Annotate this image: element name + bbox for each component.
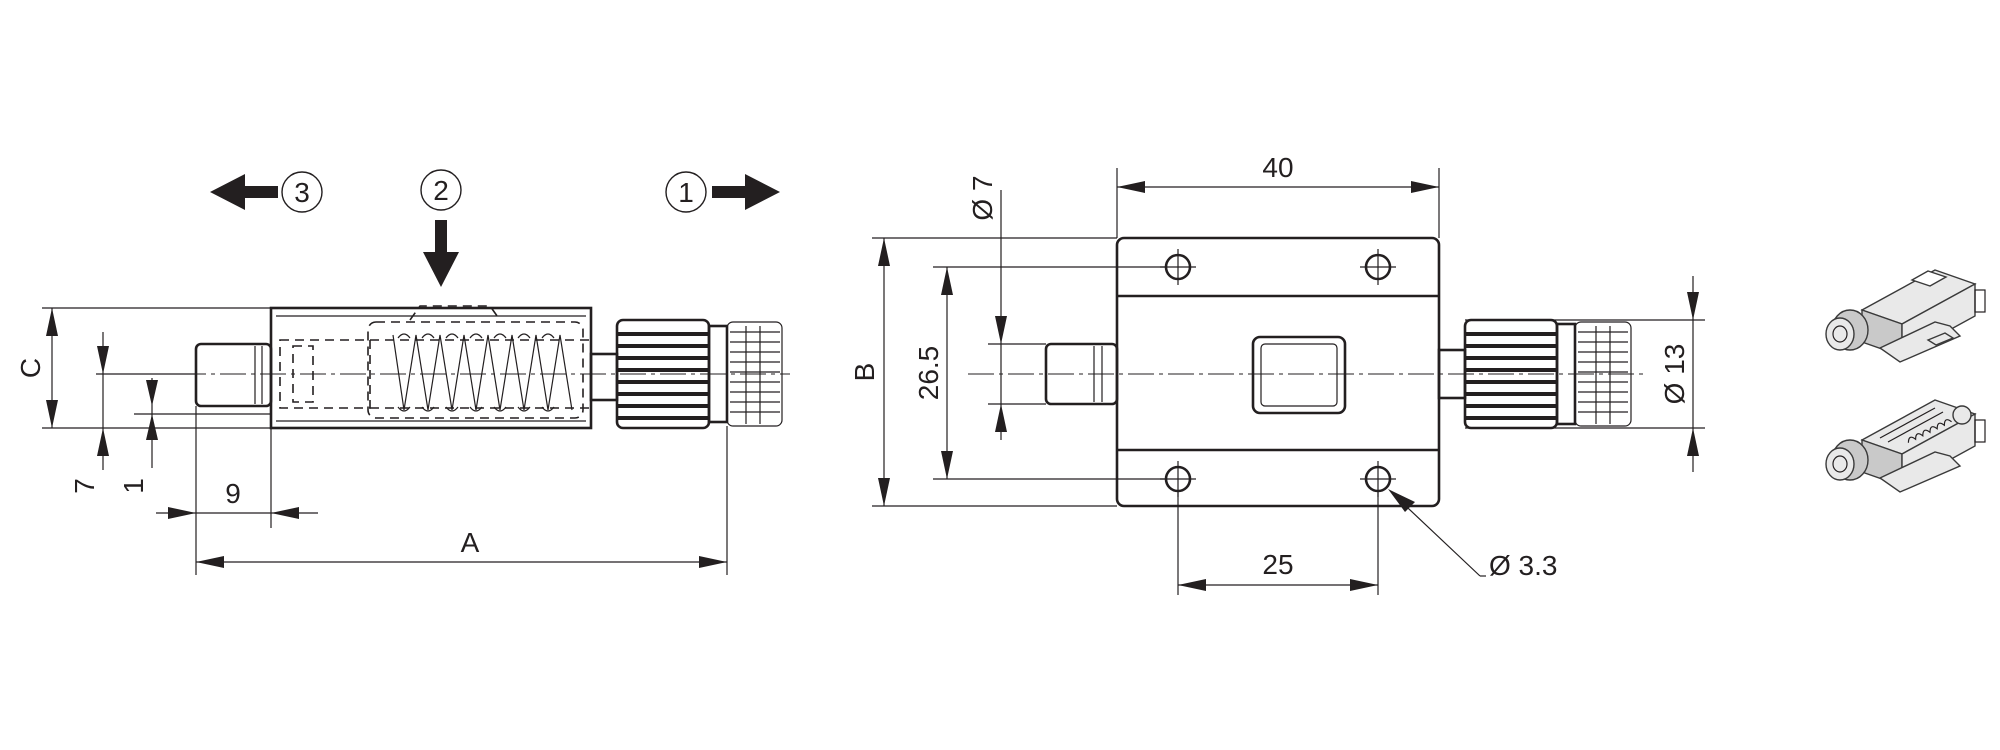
step-1-arrow	[712, 174, 780, 210]
step-3-circle	[281, 171, 323, 213]
front-mounting-holes	[1160, 249, 1396, 497]
front-square-window	[1251, 335, 1347, 415]
step-2-circle	[420, 169, 462, 211]
dim-25-label: 25	[1262, 549, 1293, 580]
iso-view-closed	[1825, 269, 1986, 363]
dim-40-label: 40	[1262, 152, 1293, 183]
dim-7-line	[97, 332, 109, 470]
step-1-circle	[665, 171, 707, 213]
dim-26-5-label: 26.5	[913, 346, 944, 401]
iso-view-open	[1825, 399, 1986, 493]
dim-d13-label: Ø 13	[1659, 344, 1690, 405]
dim-a-label: A	[461, 527, 480, 558]
dim-d13-line	[1687, 276, 1699, 472]
dim-b-line	[878, 238, 890, 506]
dim-1-label: 1	[118, 478, 149, 494]
dim-d3-3-leader	[1388, 489, 1486, 577]
dim-d7-label: Ø 7	[967, 175, 998, 220]
dim-1-line	[146, 378, 158, 468]
side-bolt	[194, 342, 273, 408]
dim-d7-line	[995, 190, 1007, 440]
dim-9-label: 9	[225, 478, 241, 509]
side-extension-lines	[42, 307, 728, 575]
dim-c-label: C	[15, 358, 46, 378]
side-view: 3 2 1	[15, 169, 790, 575]
side-hidden-internals	[279, 305, 590, 419]
dim-d3-3-label: Ø 3.3	[1489, 550, 1557, 581]
dim-25-line	[1178, 579, 1378, 591]
side-shaft	[589, 352, 619, 402]
step-2-label: 2	[433, 175, 449, 206]
front-extension-lines	[872, 168, 1705, 595]
step-2-arrow	[423, 220, 459, 287]
dim-a-line	[196, 556, 727, 568]
dim-c-line	[46, 308, 58, 428]
step-3-arrow	[210, 174, 278, 210]
dim-40-line	[1117, 181, 1439, 193]
front-view: 40 B 26.5 Ø 7 25	[849, 152, 1705, 595]
step-1-label: 1	[678, 177, 694, 208]
step-3-label: 3	[294, 177, 310, 208]
dim-9-line	[156, 507, 318, 519]
dim-b-label: B	[849, 363, 880, 382]
front-base-plate	[1115, 236, 1441, 508]
side-spring	[392, 333, 573, 412]
dim-7-label: 7	[69, 478, 100, 494]
dim-26-5-line	[941, 267, 953, 479]
